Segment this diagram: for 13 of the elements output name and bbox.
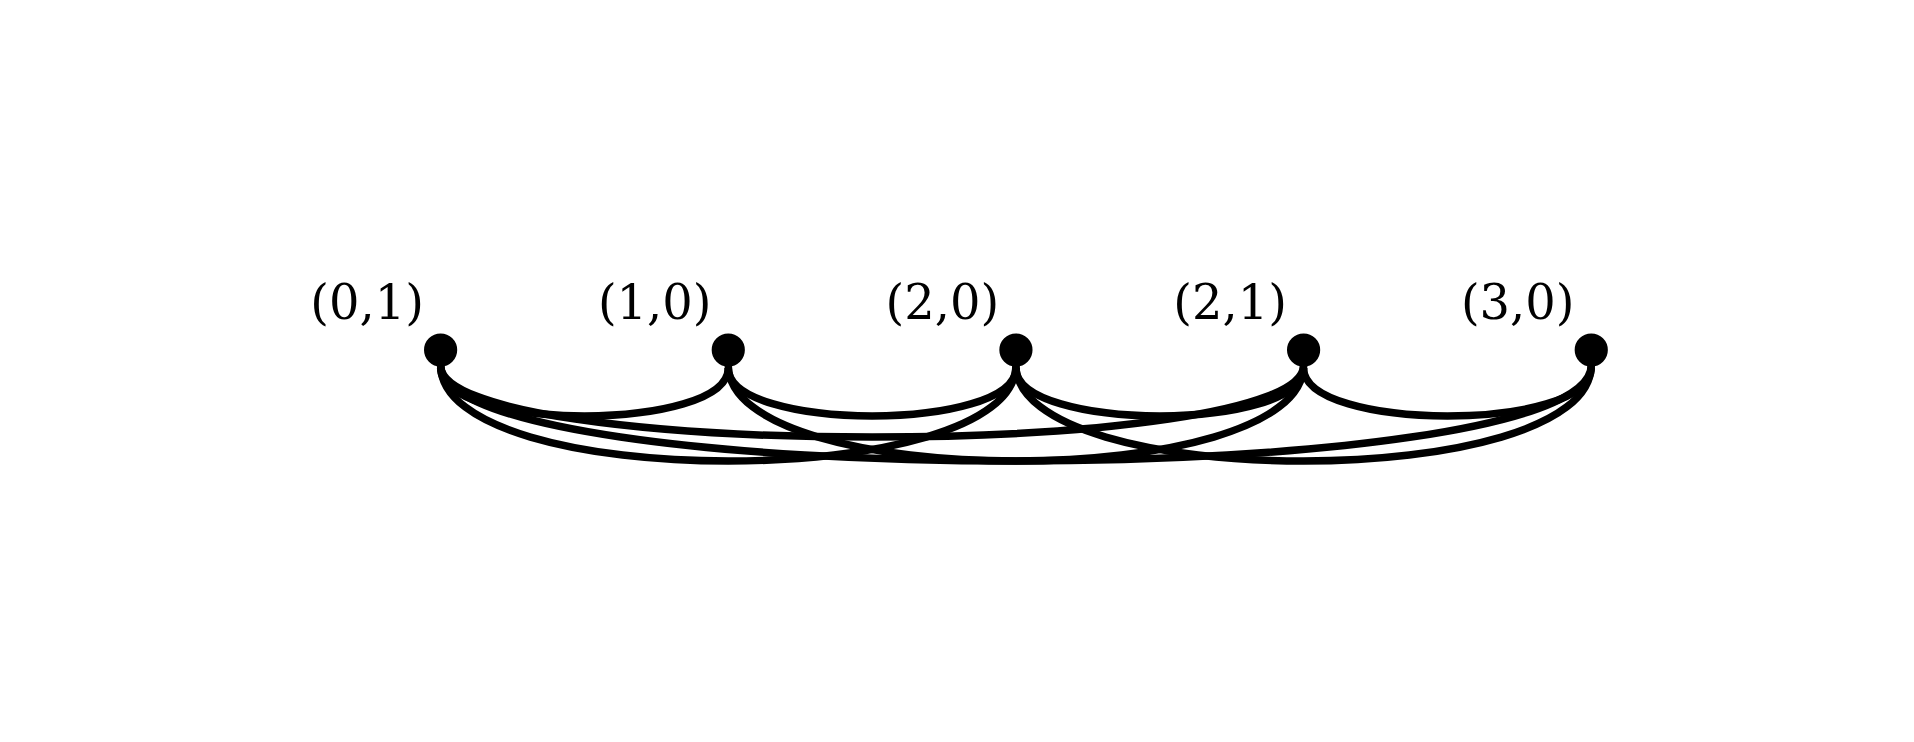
node-label: (2,0) — [885, 275, 999, 331]
node-label: (3,0) — [1460, 275, 1575, 331]
node-label: (2,1) — [1172, 275, 1287, 331]
connector — [1011, 363, 1595, 465]
node-circle — [711, 333, 745, 367]
node-circle — [998, 333, 1033, 367]
node-circle — [1574, 333, 1608, 367]
node-circle — [1286, 333, 1320, 367]
node-label: (0,1) — [309, 275, 424, 331]
node-label: (1,0) — [597, 275, 712, 331]
node-circle — [423, 333, 457, 367]
connector — [724, 363, 1307, 465]
connector — [437, 362, 1594, 465]
